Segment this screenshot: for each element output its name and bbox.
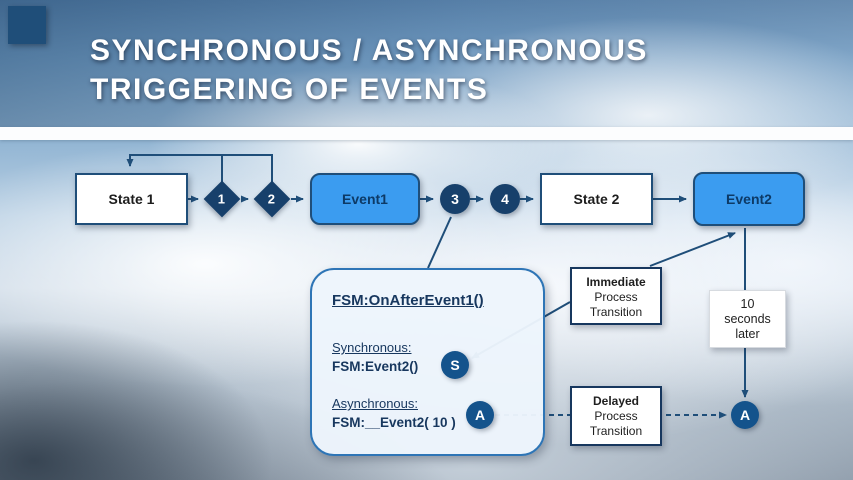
callout-heading: FSM:OnAfterEvent1()	[332, 292, 484, 309]
delay-line2: seconds	[724, 312, 771, 326]
immediate-transition-box: Immediate Process Transition	[570, 267, 662, 325]
delayed-transition-box: Delayed Process Transition	[570, 386, 662, 446]
state1-label: State 1	[108, 191, 155, 207]
sync-badge: S	[441, 351, 469, 379]
delayed-title: Delayed	[592, 394, 640, 408]
async-badge-right-label: A	[739, 407, 751, 423]
synchronous-code: FSM:Event2()	[332, 359, 419, 374]
async-badge-left: A	[466, 401, 494, 429]
step2-label: 2	[268, 191, 276, 207]
sync-badge-label: S	[450, 357, 460, 373]
event1-label: Event1	[342, 191, 388, 207]
asynchronous-code: FSM:__Event2( 10 )	[332, 415, 456, 430]
state2-node: State 2	[540, 173, 653, 225]
delayed-line3: Transition	[589, 424, 643, 438]
event2-node: Event2	[693, 172, 805, 226]
title-line2: TRIGGERING OF EVENTS	[90, 73, 489, 106]
event2-label: Event2	[726, 191, 772, 207]
step4-label: 4	[501, 191, 509, 207]
step3-circle: 3	[440, 184, 470, 214]
title-line1: SYNCHRONOUS / ASYNCHRONOUS	[90, 34, 648, 67]
title-haze-overlay	[0, 0, 853, 127]
delay-line1: 10	[740, 297, 755, 311]
delayed-line2: Process	[594, 409, 638, 423]
async-badge-right: A	[731, 401, 759, 429]
delay-line3: later	[735, 327, 760, 341]
step3-label: 3	[451, 191, 459, 207]
async-badge-left-label: A	[474, 407, 486, 423]
step4-circle: 4	[490, 184, 520, 214]
event1-node: Event1	[310, 173, 420, 225]
immediate-title: Immediate	[586, 275, 646, 289]
state2-label: State 2	[573, 191, 620, 207]
fsm-callout-box: FSM:OnAfterEvent1() Synchronous: FSM:Eve…	[310, 268, 545, 456]
immediate-line3: Transition	[589, 305, 643, 319]
ten-seconds-later-box: 10 seconds later	[709, 290, 786, 348]
corner-accent-square	[8, 6, 46, 44]
immediate-line2: Process	[594, 290, 638, 304]
step1-label: 1	[218, 191, 226, 207]
slide-title: SYNCHRONOUS / ASYNCHRONOUS TRIGGERING OF…	[90, 31, 648, 109]
asynchronous-label: Asynchronous:	[332, 396, 418, 411]
divider-strip	[0, 127, 853, 140]
synchronous-label: Synchronous:	[332, 340, 412, 355]
state1-node: State 1	[75, 173, 188, 225]
